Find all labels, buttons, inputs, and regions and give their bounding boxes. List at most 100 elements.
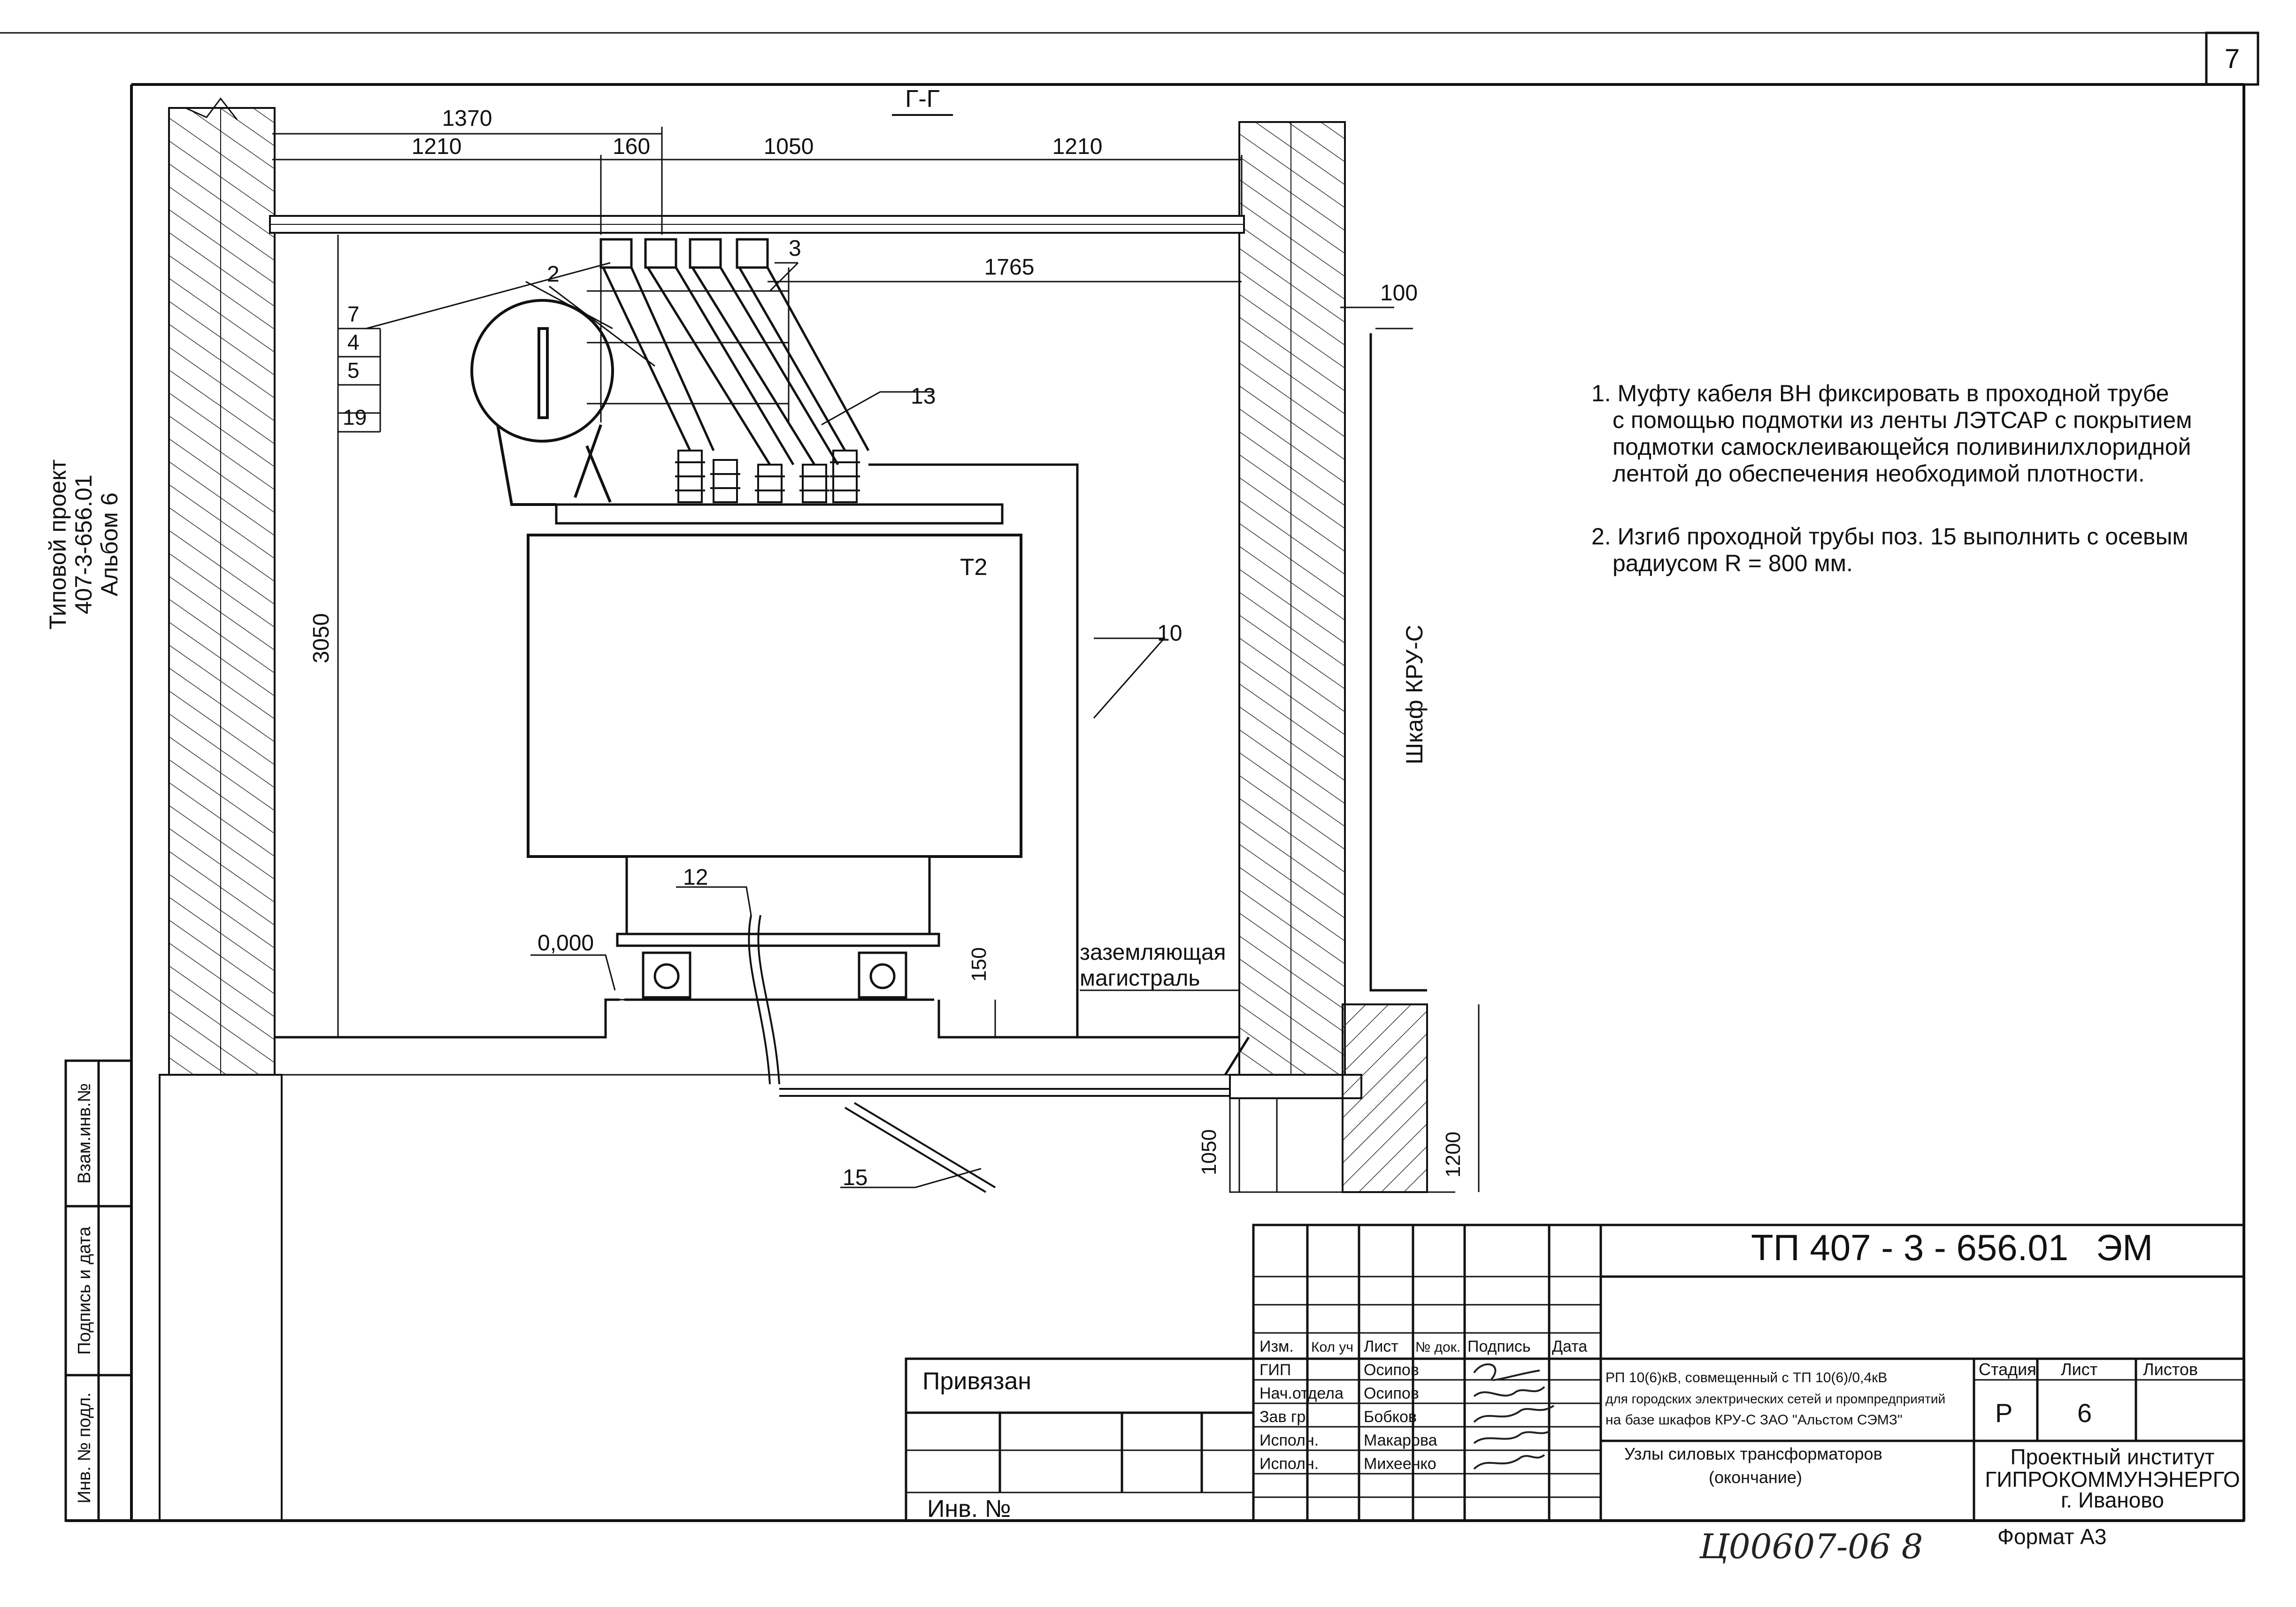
- binding-label: Привязан: [922, 1368, 1031, 1395]
- kru-cabinet-outline: [1369, 333, 1427, 992]
- strip-label-podpis: Подпись и дата: [75, 1226, 94, 1354]
- dim-1050-bottom: 1050: [1198, 1129, 1221, 1175]
- level-leader: [530, 954, 616, 991]
- title-block-grid: [1252, 1224, 2245, 1522]
- position-tag-stack: [338, 328, 381, 433]
- side-caption: Типовой проект 407-3-656.01 Альбом 6: [45, 459, 123, 630]
- position-leaders: [366, 262, 1166, 1188]
- section-label: Г-Г: [905, 85, 940, 113]
- role-2: Зав гр.: [1259, 1408, 1310, 1426]
- binding-block: [905, 1357, 1255, 1522]
- note2-line1: 2. Изгиб проходной трубы поз. 15 выполни…: [1591, 523, 2188, 550]
- transformer-t2: [527, 503, 1022, 1001]
- level-mark: 0,000: [538, 931, 594, 956]
- side-caption-line3: Альбом 6: [96, 492, 123, 596]
- format-label: Формат А3: [1997, 1524, 2106, 1549]
- dim-150: 150: [968, 947, 991, 981]
- foundation: [159, 1003, 1455, 1522]
- org-line2: ГИПРОКОММУНЭНЕРГО: [1985, 1467, 2240, 1492]
- role-3: Исполн.: [1259, 1431, 1319, 1449]
- label-pos3: 3: [789, 236, 801, 261]
- title-roles: ГИП Осипов Нач.отдела Осипов Зав гр. Боб…: [1259, 1361, 1437, 1473]
- drawing-line2: (окончание): [1709, 1468, 1802, 1487]
- title-mark: ЭМ: [2096, 1227, 2153, 1268]
- hdr-data: Дата: [1552, 1338, 1587, 1355]
- cable-and-pipe: [748, 915, 1230, 1193]
- conservator-tank: [470, 299, 614, 506]
- grounding-label-2: магистраль: [1080, 966, 1200, 991]
- label-pos19: 19: [343, 405, 367, 429]
- left-stamp-strip: [64, 1059, 133, 1522]
- label-pos5: 5: [347, 358, 360, 383]
- project-line3: на базе шкафов КРУ-С ЗАО "Альстом СЭМЗ": [1605, 1412, 1903, 1428]
- note1-line3: подмотки самосклеивающейся поливинилхлор…: [1613, 434, 2191, 460]
- binding-inv: Инв. №: [927, 1495, 1011, 1523]
- label-pos10: 10: [1157, 621, 1182, 646]
- project-line1: РП 10(6)кВ, совмещенный с ТП 10(6)/0,4кВ: [1605, 1370, 1887, 1385]
- dim-1765: 1765: [984, 255, 1035, 280]
- dim-3050: 3050: [309, 613, 334, 664]
- label-pos4: 4: [347, 330, 360, 354]
- dim-1050-top: 1050: [764, 134, 814, 159]
- note2-line2: радиусом R = 800 мм.: [1613, 550, 1853, 576]
- side-caption-line2: 407-3-656.01: [70, 474, 97, 614]
- list-header: Лист: [2061, 1360, 2097, 1379]
- dim-100: 100: [1380, 281, 1418, 306]
- list-value: 6: [2077, 1398, 2092, 1428]
- stage-value: Р: [1995, 1398, 2012, 1428]
- org-line3: г. Иваново: [2061, 1488, 2164, 1512]
- signature-scribbles: [1473, 1363, 1555, 1470]
- name-0: Осипов: [1364, 1361, 1419, 1379]
- strip-label-vzam: Взам.инв.№: [75, 1083, 94, 1184]
- note1-line2: с помощью подмотки из ленты ЛЭТСАР с пок…: [1613, 407, 2192, 433]
- label-pos15: 15: [843, 1165, 868, 1190]
- role-1: Нач.отдела: [1259, 1385, 1344, 1402]
- label-t2: T2: [960, 554, 987, 580]
- stage-header: Стадия: [1979, 1360, 2036, 1379]
- dim-160: 160: [613, 134, 650, 159]
- side-caption-line1: Типовой проект: [45, 459, 71, 630]
- label-pos12: 12: [683, 865, 708, 890]
- title-project-text: РП 10(6)кВ, совмещенный с ТП 10(6)/0,4кВ…: [1605, 1370, 1945, 1487]
- org-line1: Проектный институт: [2011, 1445, 2215, 1469]
- right-wall: [1238, 121, 1346, 1076]
- grounding-conductor: [868, 463, 1250, 1076]
- name-1: Осипов: [1364, 1385, 1419, 1402]
- name-4: Михеенко: [1364, 1455, 1436, 1473]
- dim-1210-left: 1210: [412, 134, 462, 159]
- hdr-list: Лист: [1364, 1338, 1398, 1355]
- hdr-podpis: Подпись: [1467, 1338, 1531, 1355]
- label-pos13: 13: [911, 384, 936, 409]
- name-3: Макарова: [1364, 1431, 1437, 1449]
- dim-1200: 1200: [1442, 1132, 1465, 1178]
- dimension-lines: [272, 127, 1480, 1192]
- grounding-label-1: заземляющая: [1080, 940, 1226, 965]
- hv-bushings: [675, 450, 860, 503]
- role-0: ГИП: [1259, 1361, 1291, 1379]
- note1-line1: 1. Муфту кабеля ВН фиксировать в проходн…: [1591, 380, 2169, 406]
- dim-1210-right: 1210: [1052, 134, 1103, 159]
- hdr-ndok: № док.: [1415, 1339, 1460, 1355]
- strip-label-inv: Инв. № подл.: [75, 1393, 94, 1504]
- hdr-izm: Изм.: [1259, 1338, 1294, 1355]
- title-code: ТП 407 - 3 - 656.01: [1751, 1227, 2068, 1268]
- lists-header: Листов: [2143, 1360, 2198, 1379]
- sheet-number: 7: [2225, 44, 2240, 74]
- ceiling-rail: [269, 215, 1245, 234]
- label-pos7: 7: [347, 302, 360, 326]
- label-kru-cabinet: Шкаф КРУ-С: [1401, 625, 1428, 765]
- dim-1370: 1370: [442, 106, 492, 131]
- label-pos2: 2: [547, 262, 560, 287]
- cable-sleeves: [587, 238, 870, 466]
- left-wall: [168, 97, 276, 1076]
- notes: 1. Муфту кабеля ВН фиксировать в проходн…: [1591, 380, 2192, 576]
- hdr-koluch: Кол уч: [1311, 1339, 1353, 1355]
- project-line2: для городских электрических сетей и пром…: [1605, 1392, 1945, 1406]
- note1-line4: лентой до обеспечения необходимой плотно…: [1613, 460, 2145, 487]
- floor: [275, 998, 1239, 1076]
- role-4: Исполн.: [1259, 1455, 1319, 1473]
- handwritten-number: Ц00607-06 8: [1699, 1527, 1923, 1566]
- name-2: Бобков: [1364, 1408, 1417, 1426]
- drawing-line1: Узлы силовых трансформаторов: [1624, 1444, 1882, 1463]
